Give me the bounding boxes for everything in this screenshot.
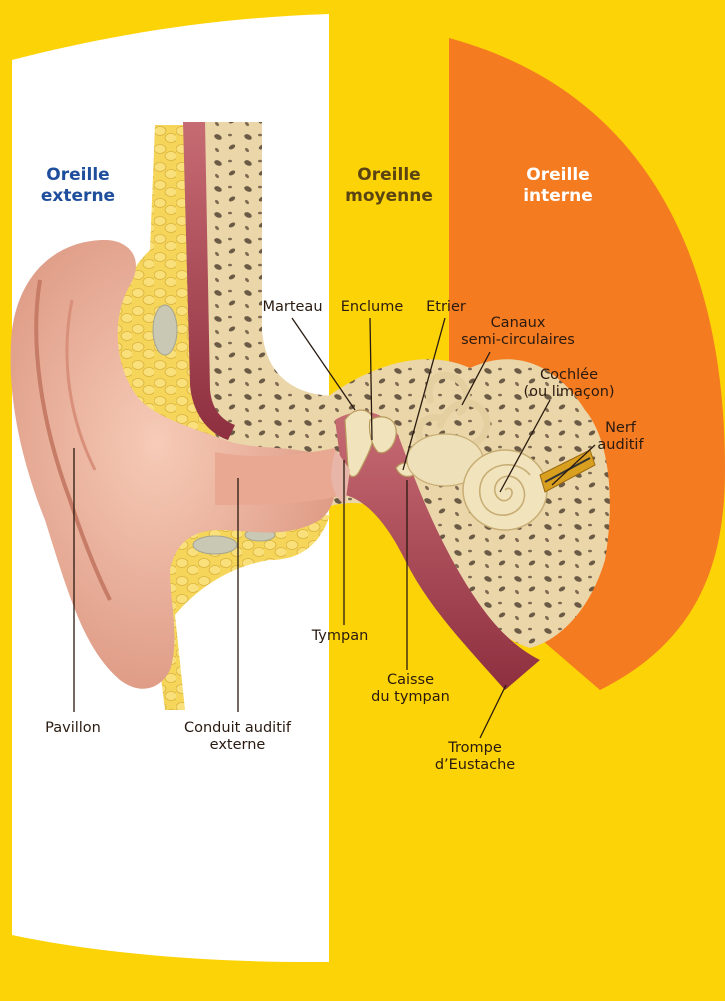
ear-canal — [215, 448, 345, 505]
label-enclume: Enclume — [332, 299, 412, 316]
region-middle-title: Oreille moyenne — [334, 165, 444, 207]
label-pavillon: Pavillon — [28, 720, 118, 737]
label-nerf: Nerf auditif — [588, 420, 653, 454]
label-cochlee: Cochlée (ou limaçon) — [508, 367, 630, 401]
region-outer-title: Oreille externe — [28, 165, 128, 207]
label-marteau: Marteau — [245, 299, 340, 316]
label-trompe: Trompe d’Eustache — [425, 740, 525, 774]
label-conduit: Conduit auditif externe — [170, 720, 305, 754]
region-inner-title: Oreille interne — [508, 165, 608, 207]
label-etrier: Etrier — [422, 299, 470, 316]
label-caisse: Caisse du tympan — [368, 672, 453, 706]
label-canaux: Canaux semi-circulaires — [448, 315, 588, 349]
label-tympan: Tympan — [300, 628, 380, 645]
